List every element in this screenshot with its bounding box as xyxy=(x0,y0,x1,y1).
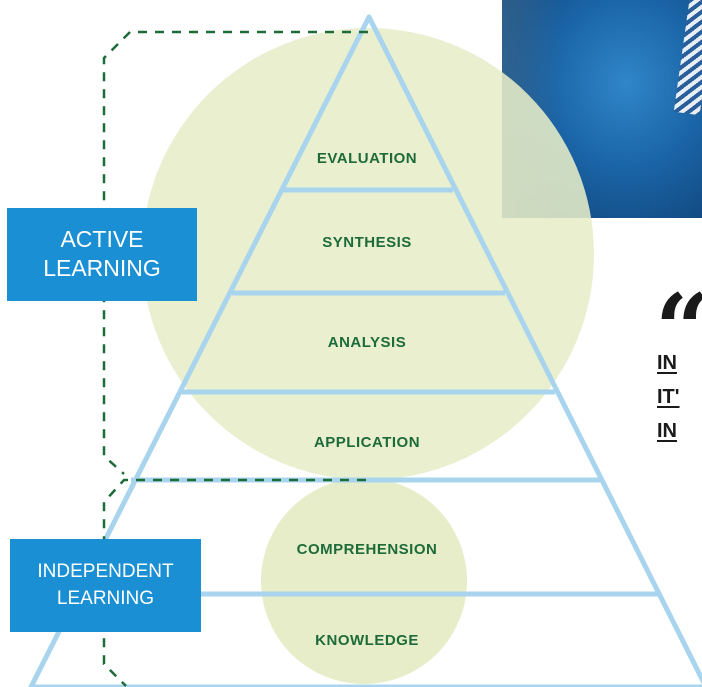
active-learning-line2: LEARNING xyxy=(43,255,161,281)
quote-line-1: IN xyxy=(657,352,677,374)
independent-learning-box: INDEPENDENT LEARNING xyxy=(10,539,201,632)
active-learning-box: ACTIVE LEARNING xyxy=(7,208,197,301)
quote-line-3: IN xyxy=(657,420,677,442)
level-application: APPLICATION xyxy=(313,434,421,451)
level-synthesis: SYNTHESIS xyxy=(322,234,412,251)
level-comprehension: COMPREHENSION xyxy=(296,541,438,558)
quote-mark-icon: “ xyxy=(655,282,702,378)
independent-learning-line2: LEARNING xyxy=(56,588,155,609)
level-knowledge: KNOWLEDGE xyxy=(315,632,419,649)
quote-line-2: IT' xyxy=(657,386,680,408)
independent-learning-circle xyxy=(261,478,467,684)
level-evaluation: EVALUATION xyxy=(316,150,418,167)
active-learning-line1: ACTIVE xyxy=(60,226,144,252)
pyramid-outline xyxy=(28,14,702,687)
independent-learning-bracket xyxy=(102,478,366,687)
active-learning-circle xyxy=(142,28,594,480)
level-analysis: ANALYSIS xyxy=(327,334,407,351)
active-learning-bracket xyxy=(102,30,368,475)
independent-learning-line1: INDEPENDENT xyxy=(37,561,174,582)
pyramid-triangle xyxy=(28,14,702,687)
